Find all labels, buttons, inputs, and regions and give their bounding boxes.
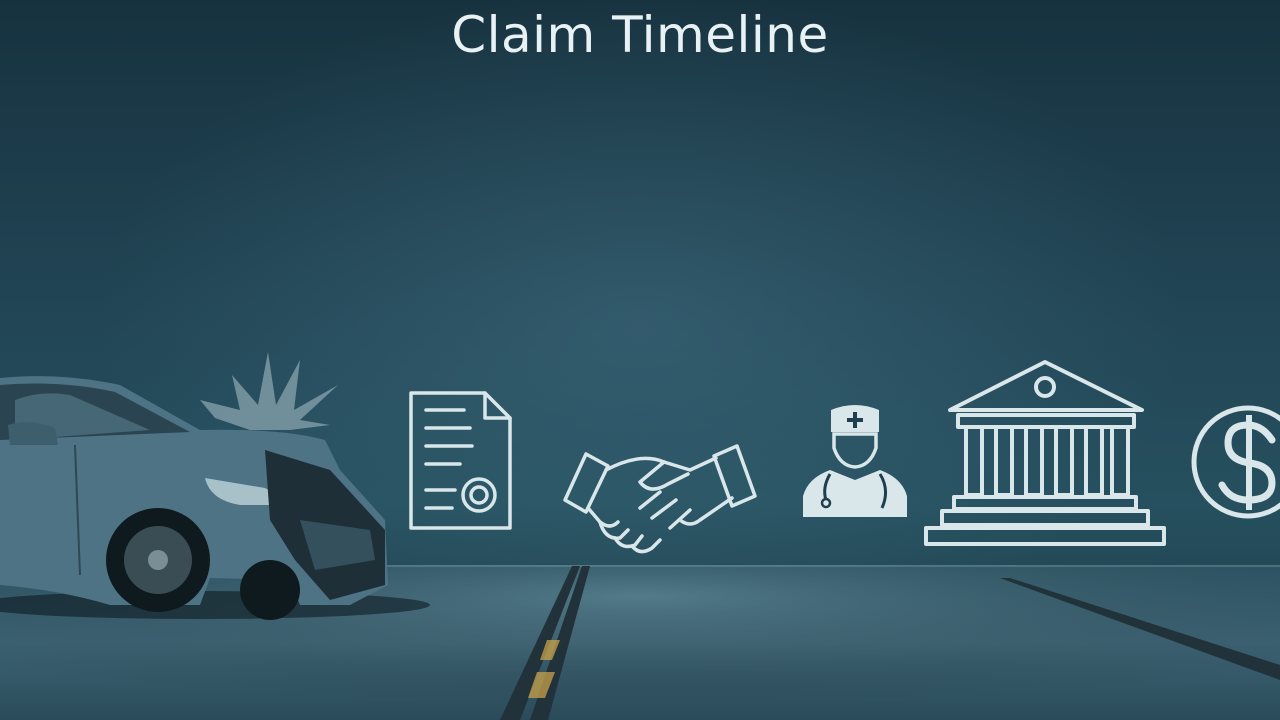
handshake-icon xyxy=(563,444,757,554)
impact-burst-icon xyxy=(200,352,338,430)
dollar-coin-icon xyxy=(1191,405,1280,519)
road-edge-line xyxy=(1000,578,1280,680)
doctor-icon xyxy=(803,405,907,517)
courthouse-icon xyxy=(924,360,1166,546)
document-icon xyxy=(409,391,512,530)
page-title: Claim Timeline xyxy=(451,6,829,64)
road-yellow-stripe xyxy=(540,640,560,660)
road-center-line xyxy=(500,566,580,720)
